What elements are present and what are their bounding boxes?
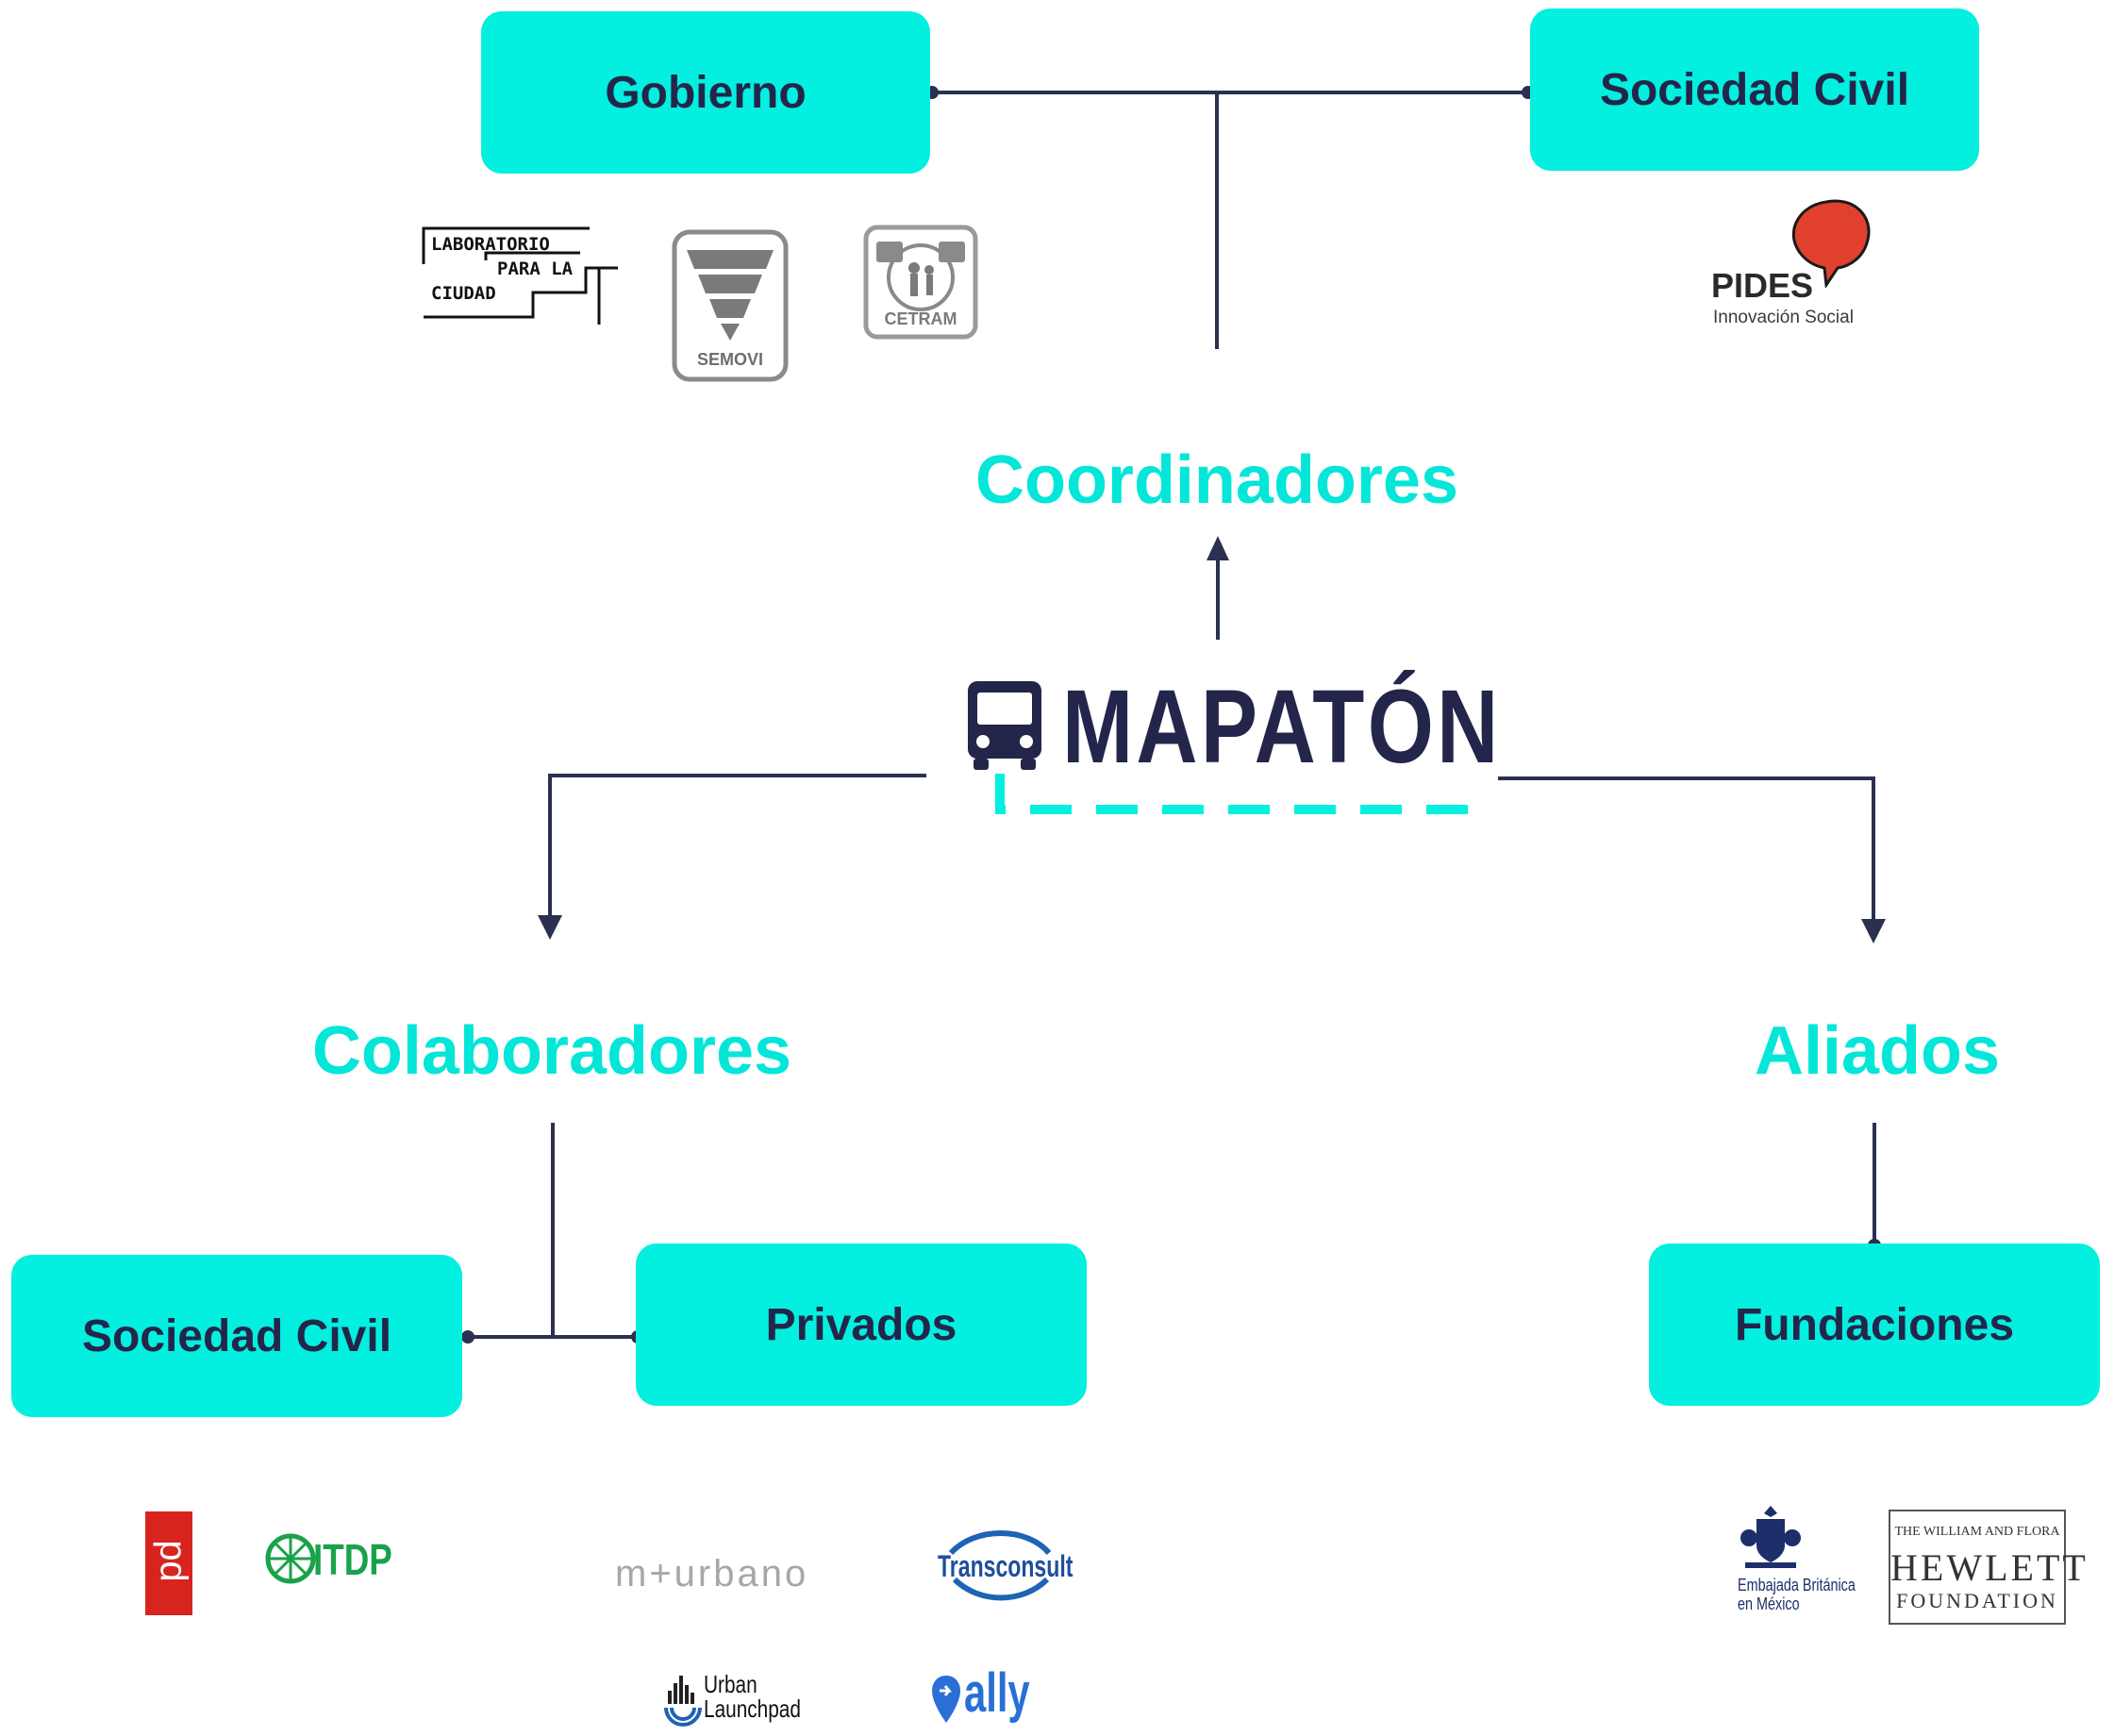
pides-subtitle: Innovación Social (1713, 308, 1854, 327)
itdp-text: ITDP (313, 1535, 392, 1584)
laboratorio-line2: PARA LA (497, 259, 574, 279)
bus-icon (966, 679, 1043, 772)
hewlett-line3: FOUNDATION (1896, 1589, 2058, 1612)
itdp-logo: ITDP (264, 1528, 392, 1596)
embajada-line2: en México (1738, 1594, 1800, 1613)
sociedad-civil-bottom-dot (461, 1330, 474, 1344)
laboratorio-line3: CIUDAD (431, 283, 496, 304)
arrow-colaboradores-head (538, 915, 562, 940)
ally-logo: ally (930, 1666, 1043, 1734)
sociedad-civil-top-label: Sociedad Civil (1599, 64, 1910, 115)
laboratorio-logo: LABORATORIO PARA LA CIUDAD (420, 226, 623, 328)
hewlett-line2: HEWLETT (1890, 1546, 2089, 1589)
arrow-coordinadores-head (1207, 536, 1229, 560)
privados-box: Privados (636, 1244, 1087, 1406)
sociedad-civil-bottom-box: Sociedad Civil (11, 1255, 462, 1417)
urban-launchpad-logo: Urban Launchpad (664, 1672, 824, 1730)
urban-launchpad-icon (664, 1676, 702, 1727)
arrow-aliados-line (1498, 776, 1875, 921)
sociedad-civil-bottom-label: Sociedad Civil (81, 1310, 392, 1361)
semovi-logo: SEMOVI (672, 229, 789, 382)
itdp-wheel-icon (265, 1533, 316, 1584)
coordinadores-heading: Coordinadores (974, 442, 1459, 518)
transconsult-swoosh-icon (948, 1530, 1052, 1601)
mapaton-dashed-underline (995, 774, 1468, 814)
urban-launchpad-line2: Launchpad (704, 1694, 801, 1723)
fundaciones-label: Fundaciones (1734, 1299, 2015, 1350)
arrow-colaboradores-line (548, 774, 926, 917)
privados-label: Privados (765, 1299, 957, 1350)
ally-pin-icon (932, 1676, 960, 1723)
hewlett-foundation-logo: THE WILLIAM AND FLORA HEWLETT FOUNDATION (1889, 1510, 2089, 1625)
laboratorio-line1: LABORATORIO (431, 234, 550, 255)
transconsult-text: Transconsult (938, 1549, 1074, 1583)
mxurbano-logo: m+urbano (615, 1553, 809, 1594)
transconsult-logo: Transconsult (938, 1528, 1073, 1604)
fundaciones-box: Fundaciones (1649, 1244, 2100, 1406)
pides-text: PIDES (1711, 266, 1814, 305)
cetram-text: CETRAM (884, 309, 957, 328)
gobierno-box: Gobierno (481, 11, 930, 174)
sociedad-civil-top-box: Sociedad Civil (1530, 8, 1979, 171)
ally-text: ally (964, 1662, 1030, 1724)
colaboradores-heading: Colaboradores (311, 1013, 792, 1089)
hewlett-line1: THE WILLIAM AND FLORA (1894, 1525, 2060, 1539)
speech-bubble-icon (1791, 199, 1871, 288)
aliados-heading: Aliados (1754, 1013, 2001, 1089)
pd-logo: pd (145, 1511, 192, 1615)
gobierno-label: Gobierno (605, 67, 807, 118)
pides-logo: PIDES Innovación Social (1709, 198, 1879, 330)
pd-text: pd (147, 1540, 190, 1582)
embajada-britanica-logo: Embajada Británica en México (1738, 1504, 1870, 1619)
semovi-text: SEMOVI (696, 350, 763, 369)
arrow-aliados-head (1861, 919, 1886, 943)
cetram-logo: CETRAM (863, 225, 978, 340)
embajada-line1: Embajada Británica (1738, 1576, 1856, 1594)
royal-coat-of-arms-icon (1740, 1506, 1801, 1568)
mapaton-wordmark: MAPATÓN (1062, 669, 1502, 785)
urban-launchpad-line1: Urban (704, 1670, 757, 1698)
